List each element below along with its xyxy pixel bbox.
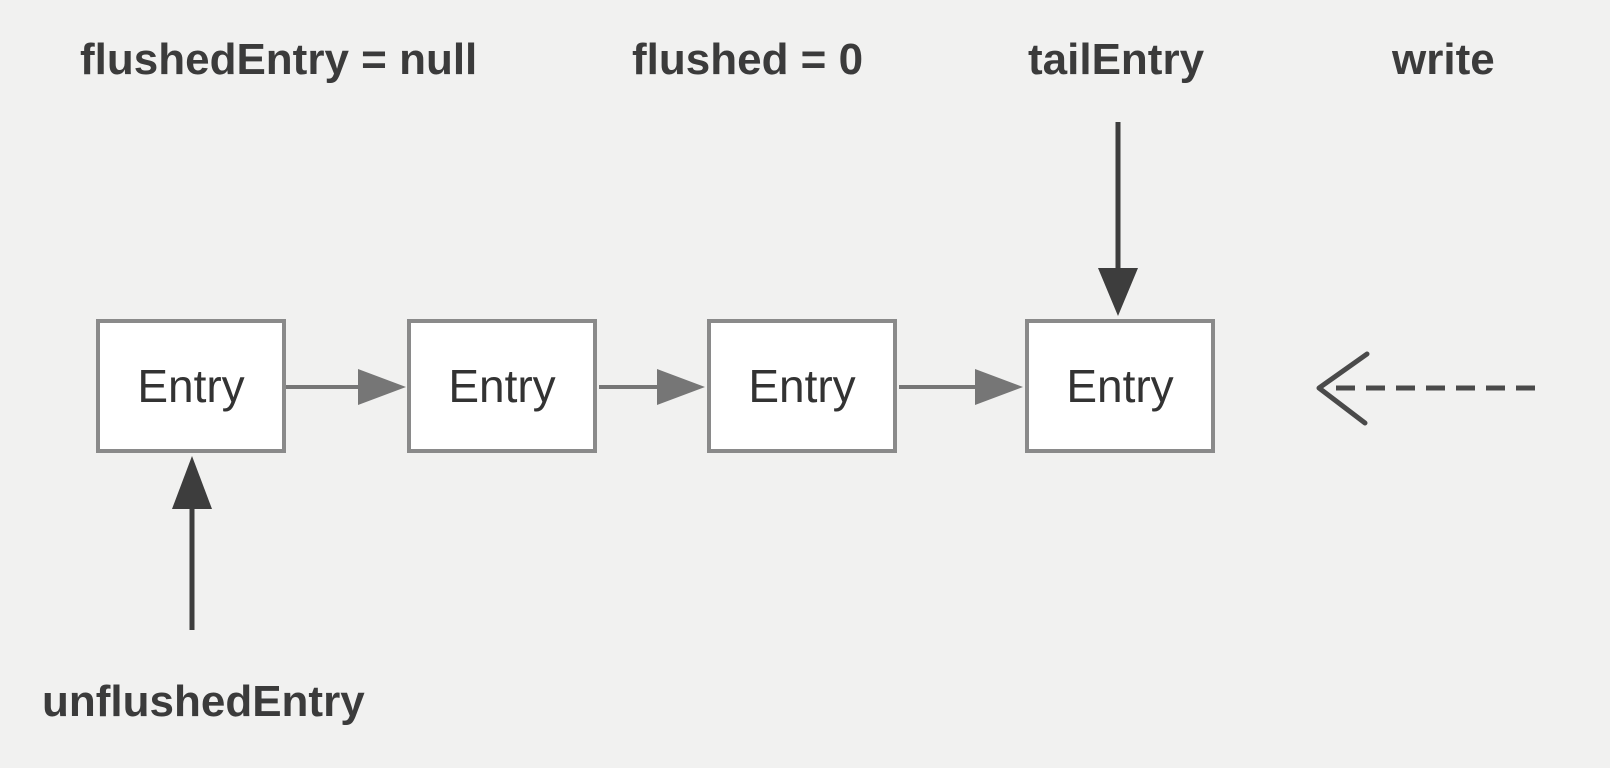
entry-node-2-label: Entry [448,360,556,412]
link-arrow-1-2-icon [286,369,406,405]
link-arrow-3-4-icon [899,369,1023,405]
label-flushed-entry-null: flushedEntry = null [80,35,478,84]
entry-node-3-label: Entry [748,360,856,412]
entry-node-4: Entry [1025,319,1215,453]
label-tail-entry: tailEntry [1028,35,1205,84]
tail-entry-arrow-icon [1098,122,1138,316]
label-unflushed-entry: unflushedEntry [42,677,365,726]
entry-node-1: Entry [96,319,286,453]
entry-node-4-label: Entry [1066,360,1174,412]
entry-node-3: Entry [707,319,897,453]
unflushed-entry-arrow-icon [172,456,212,630]
entry-node-1-label: Entry [137,360,245,412]
write-dashed-arrow-icon [1316,351,1542,426]
label-flushed-zero: flushed = 0 [632,35,864,84]
entry-node-2: Entry [407,319,597,453]
label-write: write [1392,35,1495,84]
link-arrow-2-3-icon [599,369,705,405]
